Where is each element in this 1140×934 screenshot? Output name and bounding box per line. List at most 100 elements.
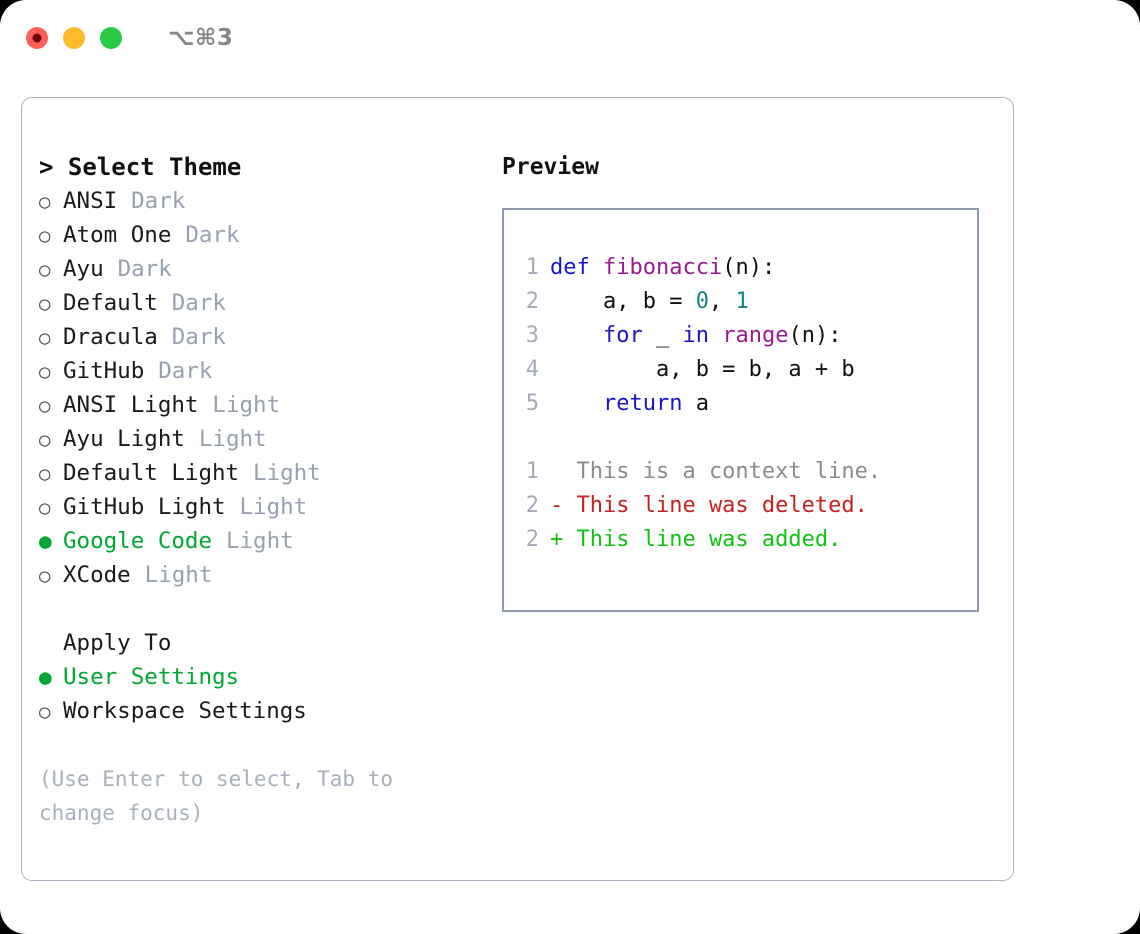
code-token-kw: def: [550, 255, 603, 280]
code-line: 2 a, b = 0, 1: [513, 285, 973, 319]
code-token-pl: [709, 323, 722, 348]
radio-unselected-icon: ○: [39, 429, 51, 451]
diff-line-ctx: 1 This is a context line.: [513, 455, 973, 489]
theme-option-label: Default Light: [63, 460, 240, 486]
radio-unselected-icon: ○: [39, 361, 51, 383]
traffic-light-group: [26, 27, 122, 49]
theme-option-category: Dark: [117, 256, 172, 282]
theme-option-category: Light: [144, 562, 213, 588]
code-line: 1 def fibonacci(n):: [513, 251, 973, 285]
theme-option-xcode[interactable]: ○ XCode Light: [39, 558, 489, 592]
code-line-number: 4: [525, 357, 539, 382]
code-blank-line: [513, 421, 973, 455]
code-token-num: 0: [695, 289, 709, 314]
theme-option-label: GitHub Light: [63, 494, 226, 520]
apply-to-heading: Apply To: [63, 630, 172, 656]
heading-prefix-caret: >: [39, 153, 54, 181]
theme-option-dracula[interactable]: ○ Dracula Dark: [39, 320, 489, 354]
diff-line-del: 2- This line was deleted.: [513, 489, 973, 523]
code-line-text: return a: [550, 387, 709, 421]
theme-option-category: Light: [225, 528, 294, 554]
theme-option-ayu[interactable]: ○ Ayu Dark: [39, 252, 489, 286]
radio-unselected-icon: ○: [39, 327, 51, 349]
code-token-pl: a, b =: [550, 289, 696, 314]
theme-option-label: Dracula: [63, 324, 158, 350]
code-token-kw: in: [682, 323, 709, 348]
theme-option-category: Dark: [185, 222, 240, 248]
close-button-icon[interactable]: [26, 27, 48, 49]
radio-unselected-icon: ○: [39, 701, 51, 723]
code-token-pl: [550, 323, 603, 348]
theme-option-github-light[interactable]: ○ GitHub Light Light: [39, 490, 489, 524]
code-token-pl: ,: [708, 289, 736, 314]
diff-line-text: This is a context line.: [550, 459, 882, 484]
apply-to-option-label: User Settings: [63, 664, 240, 690]
theme-option-category: Light: [239, 494, 308, 520]
code-line-text: for _ in range(n):: [550, 319, 841, 353]
code-token-fn: range: [722, 323, 789, 348]
minimize-button-icon[interactable]: [63, 27, 85, 49]
diff-line-number: 2: [525, 527, 539, 552]
radio-unselected-icon: ○: [39, 395, 51, 417]
window-title: ⌥⌘3: [168, 24, 234, 51]
theme-option-label: Default: [63, 290, 158, 316]
code-line-number: 5: [525, 391, 539, 416]
theme-option-category: Light: [198, 426, 267, 452]
theme-option-category: Dark: [171, 324, 226, 350]
apply-to-option-user-settings[interactable]: ● User Settings: [39, 660, 489, 694]
radio-selected-icon: ●: [39, 665, 52, 689]
code-line-text: def fibonacci(n):: [550, 251, 775, 285]
title-bar: ⌥⌘3: [0, 0, 1140, 76]
theme-option-default[interactable]: ○ Default Dark: [39, 286, 489, 320]
keyboard-hint-text: (Use Enter to select, Tab to change focu…: [39, 767, 394, 825]
theme-option-label: Ayu: [63, 256, 104, 282]
radio-unselected-icon: ○: [39, 497, 51, 519]
code-line: 3 for _ in range(n):: [513, 319, 973, 353]
diff-line-text: + This line was added.: [550, 527, 842, 552]
zoom-button-icon[interactable]: [100, 27, 122, 49]
code-token-num: 1: [735, 289, 749, 314]
diff-line-number: 1: [525, 459, 539, 484]
code-line-text: a, b = 0, 1: [550, 285, 749, 319]
apply-to-option-workspace-settings[interactable]: ○ Workspace Settings: [39, 694, 489, 728]
diff-line-number: 2: [525, 493, 539, 518]
theme-option-category: Dark: [171, 290, 226, 316]
code-token-pl: (n):: [722, 255, 776, 280]
radio-unselected-icon: ○: [39, 259, 51, 281]
code-line-number: 2: [525, 289, 539, 314]
apply-to-option-label: Workspace Settings: [63, 698, 307, 724]
preview-heading: Preview: [502, 154, 599, 180]
radio-unselected-icon: ○: [39, 191, 51, 213]
code-line: 4 a, b = b, a + b: [513, 353, 973, 387]
theme-option-label: GitHub: [63, 358, 145, 384]
select-theme-heading: > Select Theme: [39, 150, 489, 184]
code-token-pl: [550, 391, 603, 416]
radio-selected-icon: ●: [39, 529, 52, 553]
code-token-fn: fibonacci: [602, 255, 723, 280]
code-token-kw: for: [602, 323, 643, 348]
radio-unselected-icon: ○: [39, 293, 51, 315]
radio-unselected-icon: ○: [39, 565, 51, 587]
theme-option-category: Dark: [131, 188, 186, 214]
code-line-number: 1: [525, 255, 539, 280]
code-line: 5 return a: [513, 387, 973, 421]
apply-to-list: ● User Settings ○ Workspace Settings: [39, 660, 489, 728]
theme-option-label: XCode: [63, 562, 131, 588]
code-token-pl: a, b = b, a + b: [550, 357, 855, 382]
code-token-pl: _: [642, 323, 683, 348]
theme-option-category: Light: [253, 460, 321, 486]
code-line-text: a, b = b, a + b: [550, 353, 855, 387]
